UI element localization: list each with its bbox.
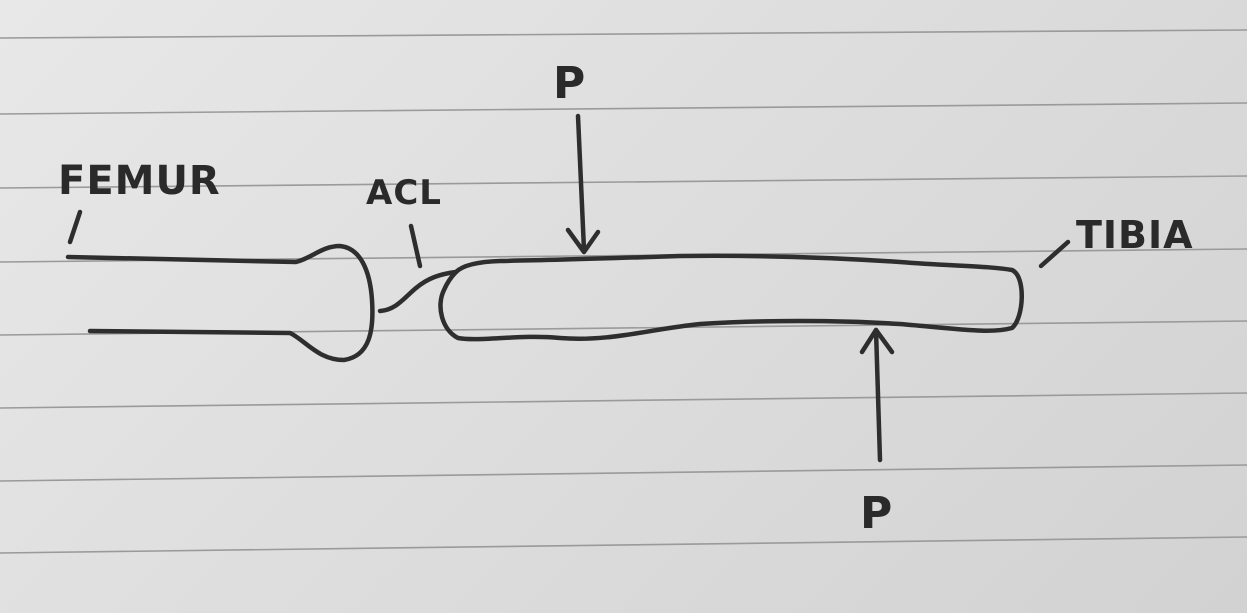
ruled-lines bbox=[0, 30, 1247, 553]
acl-label: ACL bbox=[366, 173, 442, 213]
femur-label: FEMUR bbox=[58, 158, 221, 204]
ruled-line bbox=[0, 30, 1247, 38]
tibia-leader-line bbox=[1041, 242, 1068, 266]
tibia-label: TIBIA bbox=[1076, 213, 1194, 257]
femur-shape bbox=[68, 246, 372, 360]
ruled-line bbox=[0, 537, 1247, 553]
femur-leader-line bbox=[70, 212, 80, 242]
force-label-top: P bbox=[553, 58, 585, 109]
ruled-line bbox=[0, 393, 1247, 408]
force-label-bottom: P bbox=[860, 488, 892, 539]
ruled-line bbox=[0, 465, 1247, 481]
ruled-line bbox=[0, 103, 1247, 114]
force-arrow-top bbox=[568, 116, 598, 252]
force-arrow-bottom bbox=[862, 330, 892, 460]
acl-leader-line bbox=[411, 226, 420, 266]
